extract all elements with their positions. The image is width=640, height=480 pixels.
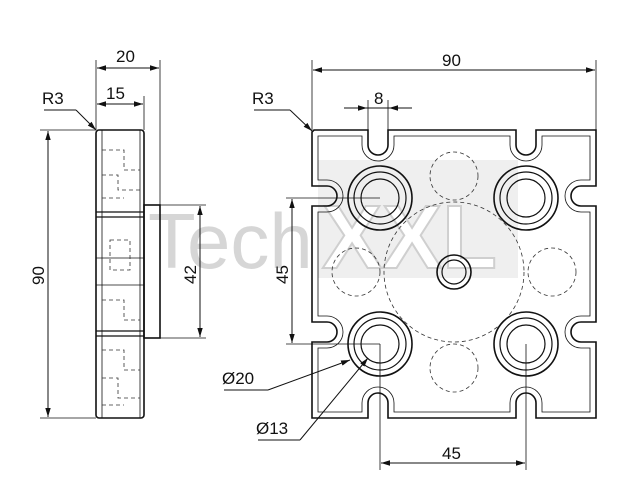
leader-line: [75, 109, 97, 131]
leader-line: [267, 359, 351, 391]
counterbore-hole-tr: [493, 165, 559, 231]
dim-side-spigot: 42: [181, 265, 200, 284]
hidden-circle-bottom: [429, 343, 479, 393]
side-hidden-lines: [102, 149, 140, 406]
dim-front-spacing-h: 45: [442, 444, 461, 463]
center-bore-inner: [441, 259, 467, 285]
dim-side-height: 90: [29, 266, 48, 285]
center-bore-outer: [436, 254, 472, 290]
watermark-xxl: XXL: [322, 188, 497, 288]
leader-line: [299, 357, 369, 441]
dim-front-slot: 8: [374, 89, 383, 108]
dim-front-width: 90: [442, 51, 461, 70]
dim-front-hole: Ø13: [256, 419, 288, 438]
watermark-tech: Tech: [148, 197, 313, 285]
side-view: 20 15 R3 90 42: [29, 47, 206, 419]
leader-line: [289, 109, 313, 132]
center-hidden-circle: [383, 201, 525, 343]
hidden-circle-left: [331, 247, 381, 297]
hidden-circle-right: [527, 247, 577, 297]
dim-front-counterbore: Ø20: [222, 369, 254, 388]
dim-front-radius: R3: [252, 89, 274, 108]
hidden-circle-top: [429, 151, 479, 201]
side-spigot: [143, 204, 161, 339]
side-body: [95, 129, 145, 419]
watermark-box: [318, 160, 518, 278]
front-outline: [311, 129, 597, 419]
front-inner-outline: [317, 135, 591, 413]
dim-side-radius: R3: [42, 89, 64, 108]
dim-front-spacing-v: 45: [273, 265, 292, 284]
watermark: Tech XXL: [148, 160, 518, 289]
front-view: 90 8 R3 45 45 Ø20 Ø13: [222, 51, 597, 470]
dim-side-width-body: 15: [106, 84, 125, 103]
dim-side-width-total: 20: [116, 47, 135, 66]
